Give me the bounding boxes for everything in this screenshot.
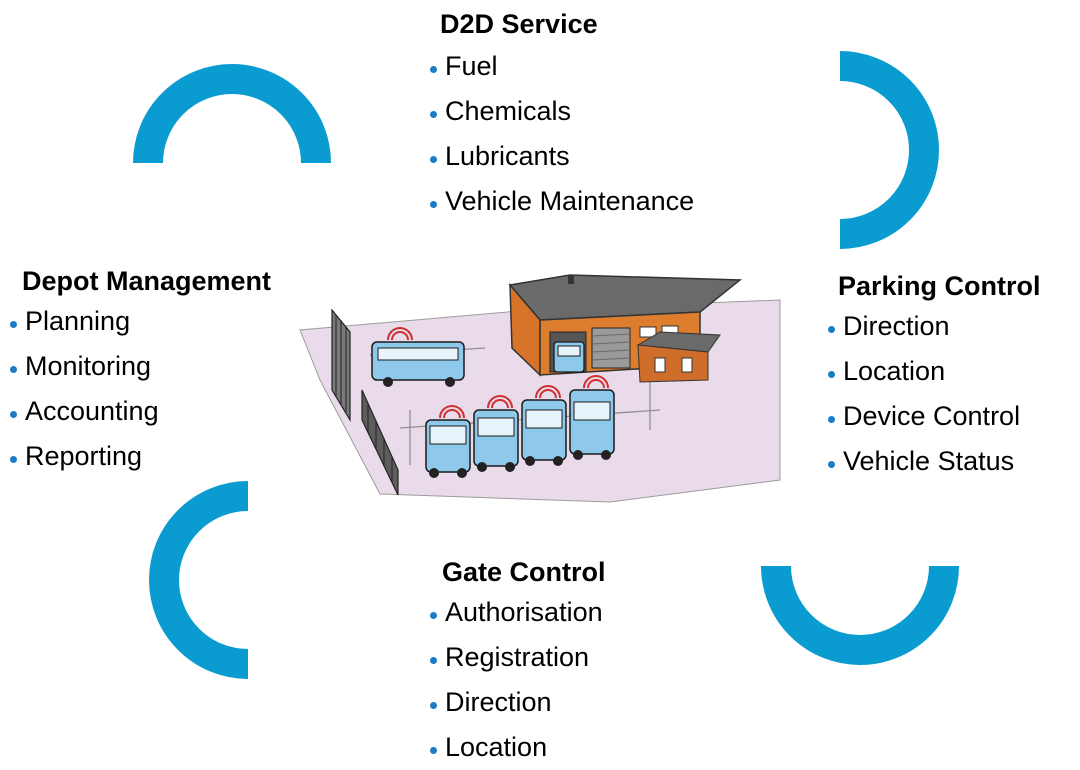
list-item: Accounting — [10, 389, 271, 434]
parked-bus-3 — [521, 385, 567, 466]
depot-management-list: Planning Monitoring Accounting Reporting — [10, 299, 271, 479]
list-item: Monitoring — [10, 344, 271, 389]
list-item: Direction — [430, 680, 606, 725]
arc-bottom-right — [761, 565, 959, 665]
parking-control-title: Parking Control — [838, 271, 1041, 301]
list-item: Lubricants — [430, 134, 694, 179]
parking-control-list: Direction Location Device Control Vehicl… — [828, 304, 1041, 484]
bus-in-garage — [553, 341, 585, 373]
list-item: Location — [430, 725, 606, 770]
bullet-icon — [430, 747, 437, 754]
list-item: Direction — [828, 304, 1041, 349]
arc-top-right — [839, 51, 939, 249]
bullet-icon — [430, 66, 437, 73]
list-item: Planning — [10, 299, 271, 344]
gate-control-section: Gate Control Authorisation Registration … — [430, 556, 606, 770]
bullet-icon — [430, 201, 437, 208]
bus-depot-illustration — [299, 274, 781, 503]
d2d-service-section: D2D Service Fuel Chemicals Lubricants Ve… — [430, 8, 694, 224]
bullet-icon — [828, 371, 835, 378]
parked-bus-1 — [425, 405, 471, 478]
depot-management-section: Depot Management Planning Monitoring Acc… — [10, 265, 271, 479]
d2d-service-list: Fuel Chemicals Lubricants Vehicle Mainte… — [430, 44, 694, 224]
bullet-icon — [430, 657, 437, 664]
list-item: Registration — [430, 635, 606, 680]
gate-control-title: Gate Control — [442, 557, 606, 587]
bullet-icon — [10, 411, 17, 418]
list-item: Fuel — [430, 44, 694, 89]
list-item: Vehicle Status — [828, 439, 1041, 484]
list-item: Location — [828, 349, 1041, 394]
list-item: Device Control — [828, 394, 1041, 439]
bullet-icon — [828, 416, 835, 423]
bullet-icon — [430, 156, 437, 163]
bullet-icon — [828, 326, 835, 333]
bullet-icon — [10, 321, 17, 328]
arc-top-left — [133, 64, 331, 164]
list-item: Authorisation — [430, 590, 606, 635]
bus-gate-lane — [371, 327, 465, 387]
d2d-service-title: D2D Service — [440, 9, 598, 39]
bullet-icon — [430, 111, 437, 118]
depot-management-title: Depot Management — [22, 266, 272, 296]
list-item: Vehicle Maintenance — [430, 179, 694, 224]
list-item: Chemicals — [430, 89, 694, 134]
bullet-icon — [828, 461, 835, 468]
gate-fence — [331, 308, 399, 496]
bullet-icon — [430, 612, 437, 619]
parked-buses — [425, 375, 615, 478]
list-item: Reporting — [10, 434, 271, 479]
bullet-icon — [10, 366, 17, 373]
parked-bus-4 — [569, 375, 615, 460]
parked-bus-2 — [473, 395, 519, 472]
bullet-icon — [430, 702, 437, 709]
gate-control-list: Authorisation Registration Direction Loc… — [430, 590, 606, 770]
depot-building — [508, 274, 743, 383]
bullet-icon — [10, 456, 17, 463]
parking-control-section: Parking Control Direction Location Devic… — [828, 270, 1041, 484]
arc-bottom-left — [149, 481, 249, 679]
